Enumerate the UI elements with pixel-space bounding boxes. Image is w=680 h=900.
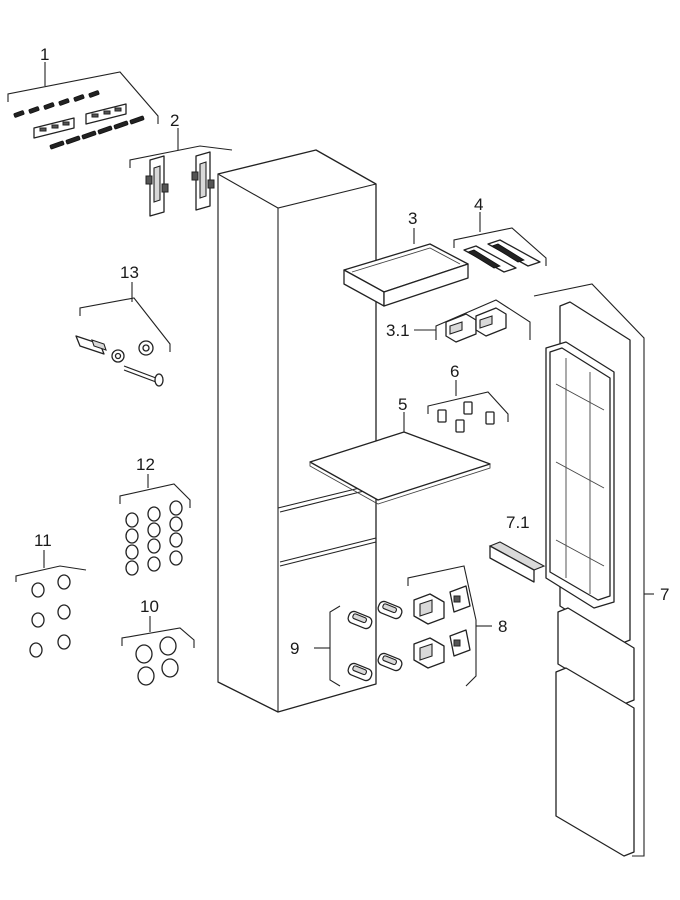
label-6: 6 xyxy=(450,362,459,381)
label-7-1: 7.1 xyxy=(506,513,530,532)
fixing-strip-left xyxy=(33,117,75,139)
part-8-hinges xyxy=(407,565,492,687)
handle-2 xyxy=(377,600,403,620)
handle-3 xyxy=(347,662,373,682)
label-12: 12 xyxy=(136,455,155,474)
screw-row-top xyxy=(13,90,100,118)
screw-row-bottom xyxy=(49,115,145,150)
part-3-drawer-tray xyxy=(343,228,469,307)
label-9: 9 xyxy=(290,639,299,658)
part-12-cover-caps xyxy=(119,474,191,576)
callout-labels: 1 2 3 4 3.1 13 5 6 12 7.1 11 7 10 8 9 xyxy=(34,45,669,658)
part-2-suspension-brackets xyxy=(129,128,233,217)
part-10-pads xyxy=(121,616,195,686)
bracket-right xyxy=(191,151,215,211)
handle-4 xyxy=(377,652,403,672)
label-8: 8 xyxy=(498,617,507,636)
door-middle-panel xyxy=(557,607,635,705)
part-11-flat-caps xyxy=(15,550,87,658)
part-7-door-set xyxy=(533,283,654,857)
label-10: 10 xyxy=(140,597,159,616)
cabinet-middle-drawer xyxy=(279,487,377,567)
part-5-glass-shelf xyxy=(309,412,491,505)
part-9-handles xyxy=(314,600,403,687)
hinge-lower xyxy=(413,629,471,669)
label-2: 2 xyxy=(170,111,179,130)
label-3-1: 3.1 xyxy=(386,321,410,340)
hinge-upper xyxy=(413,585,471,625)
label-7: 7 xyxy=(660,585,669,604)
handle-1 xyxy=(347,610,373,630)
part-4-drawer-runners xyxy=(453,212,547,273)
part-3-1-drawer-clips xyxy=(414,299,531,343)
part-7-1-insert xyxy=(488,541,546,583)
label-13: 13 xyxy=(120,263,139,282)
label-1: 1 xyxy=(40,45,49,64)
label-5: 5 xyxy=(398,395,407,414)
part-13-wall-anchor-set xyxy=(75,282,171,387)
label-11: 11 xyxy=(34,531,52,550)
door-lower-panel xyxy=(555,667,635,857)
bracket-left xyxy=(145,155,169,217)
label-4: 4 xyxy=(474,195,483,214)
part-1-fixing-strips xyxy=(7,62,159,150)
cabinet-body xyxy=(217,149,377,713)
fixing-strip-right xyxy=(85,103,127,125)
door-upper-frame xyxy=(545,341,615,609)
label-3: 3 xyxy=(408,209,417,228)
part-6-shelf-supports xyxy=(427,380,509,433)
